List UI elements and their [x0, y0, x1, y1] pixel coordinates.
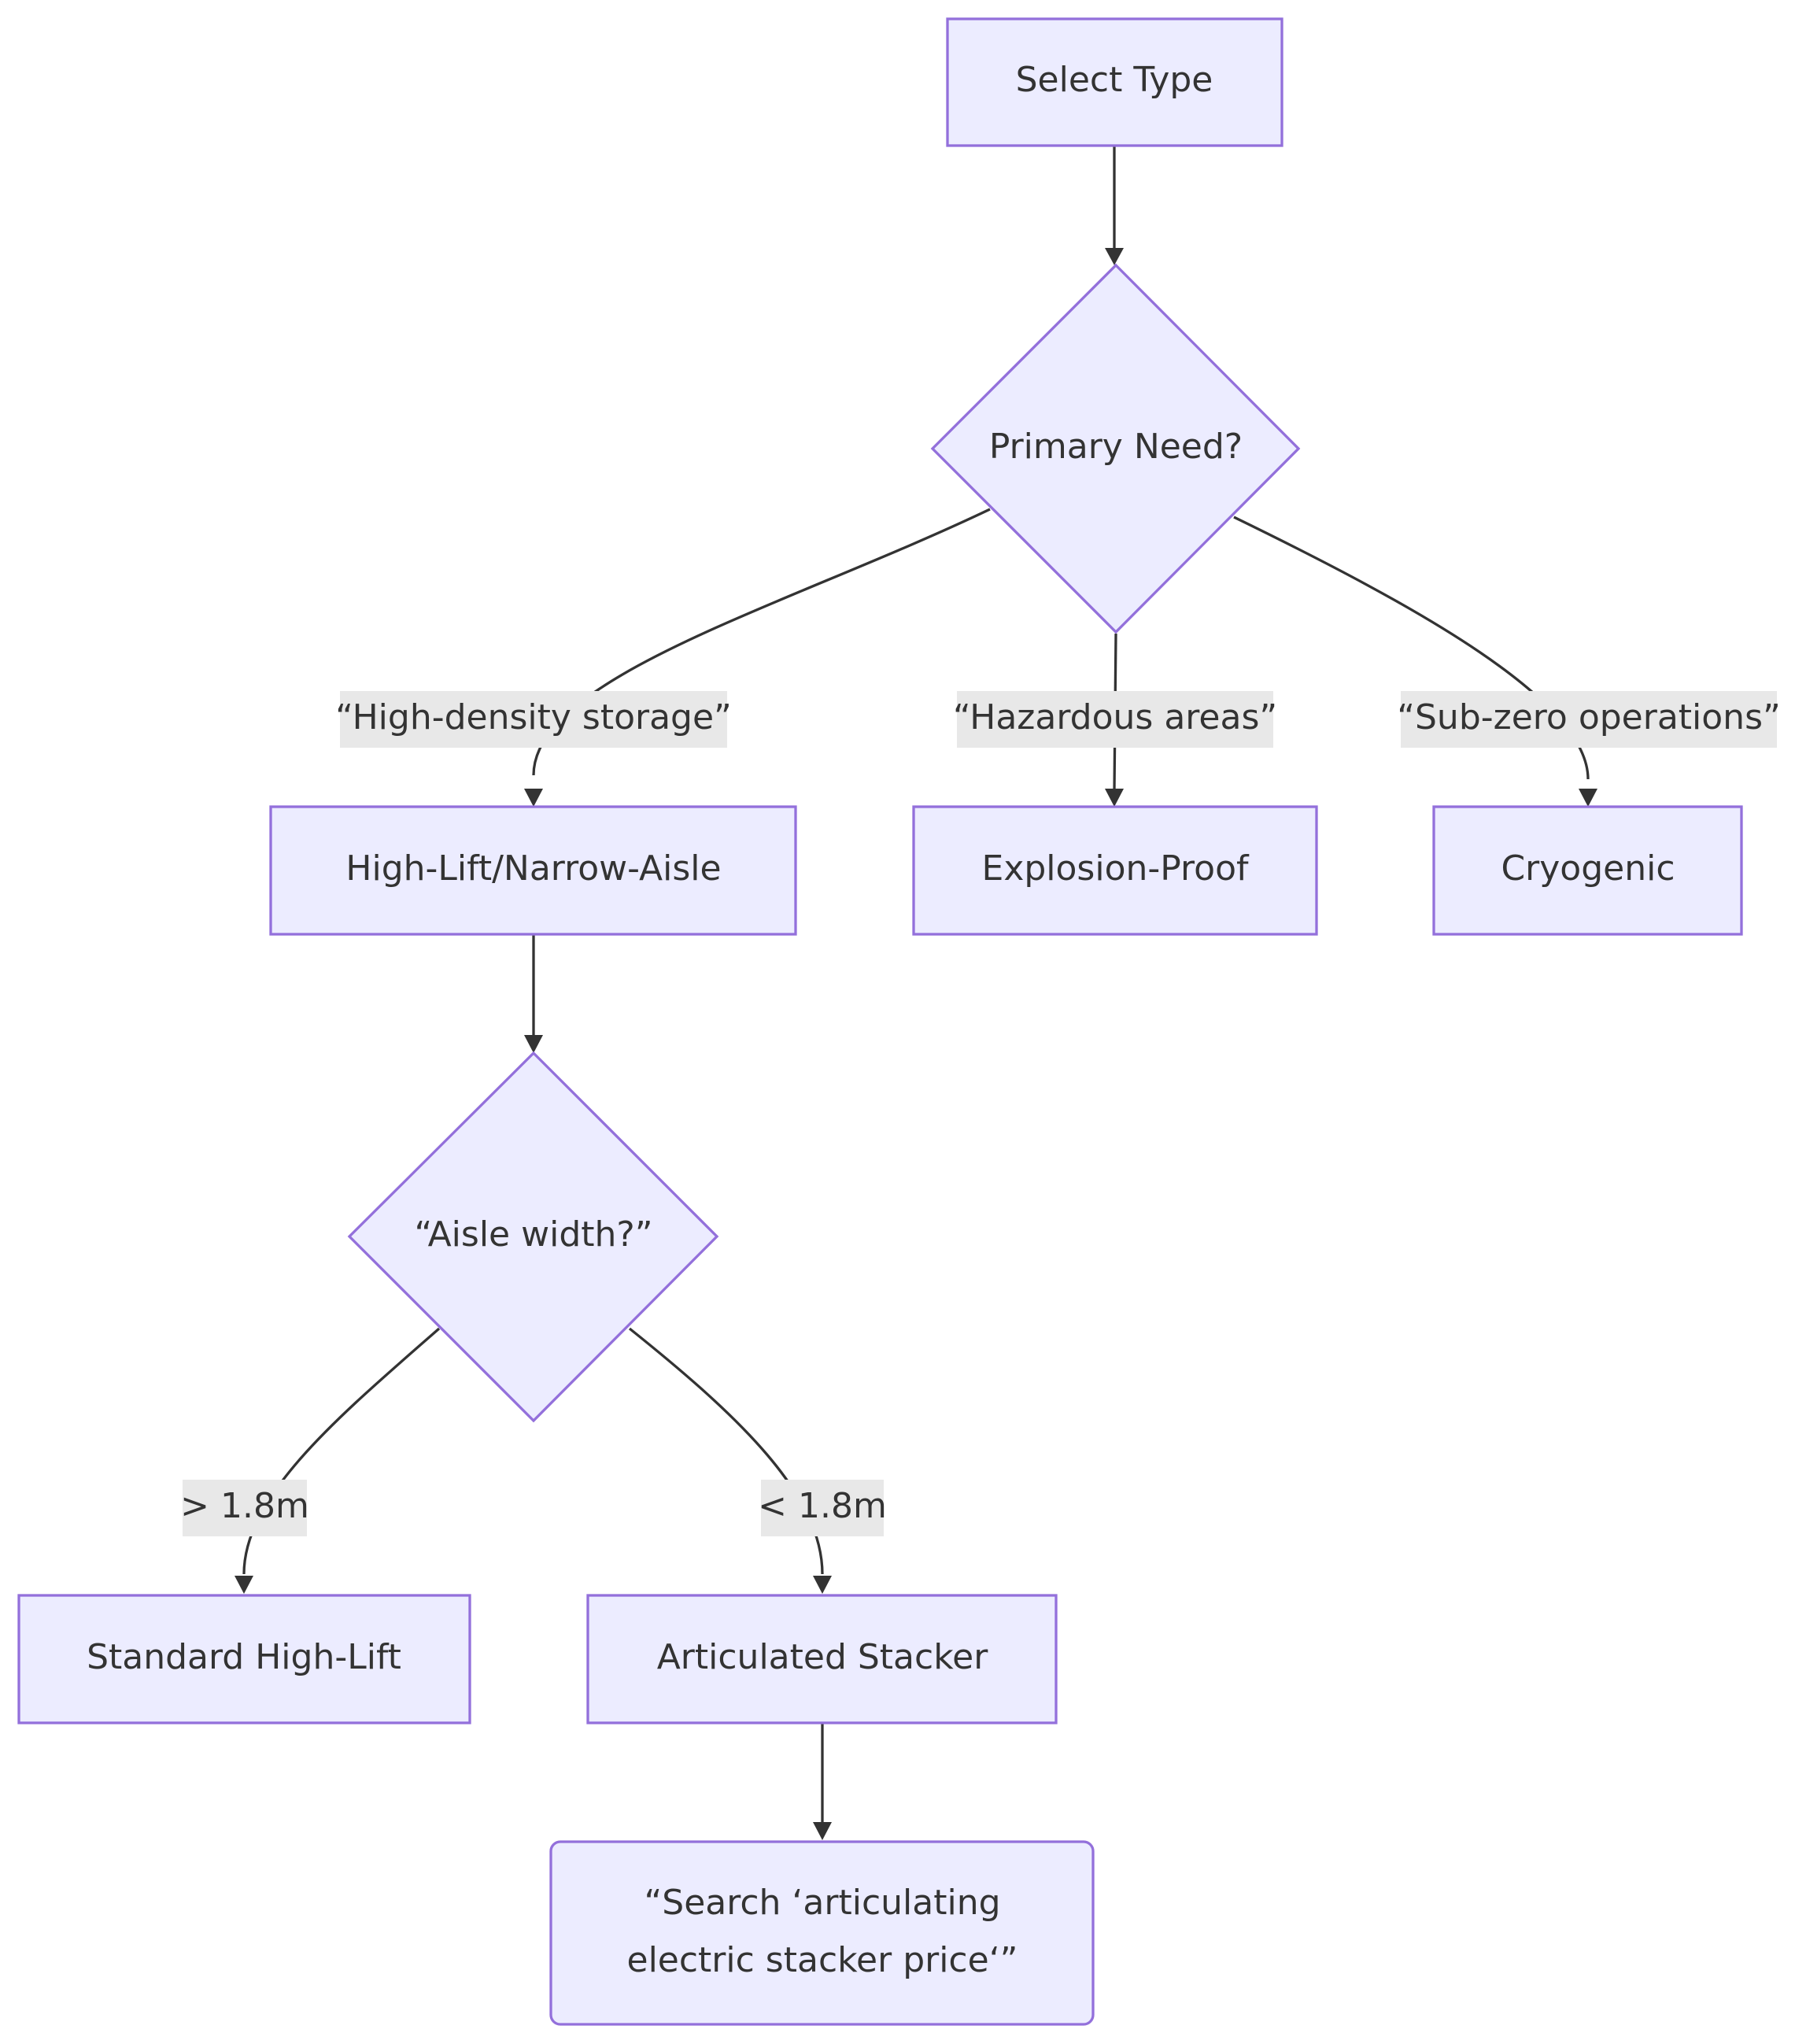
- node-search: “Search ‘articulating electric stacker p…: [549, 1840, 1095, 2026]
- arrow-head: [524, 789, 543, 807]
- node-aisle-width: “Aisle width?”: [347, 1051, 719, 1423]
- edge-label-hazardous: “Hazardous areas”: [953, 691, 1277, 748]
- svg-text:Cryogenic: Cryogenic: [1501, 848, 1675, 889]
- edge-label-high-density: “High-density storage”: [335, 691, 732, 748]
- svg-text:Explosion-Proof: Explosion-Proof: [982, 848, 1250, 889]
- arrow-head: [1105, 248, 1124, 265]
- svg-text:“High-density storage”: “High-density storage”: [335, 697, 732, 737]
- svg-text:< 1.8m: < 1.8m: [758, 1486, 887, 1526]
- svg-text:Standard High-Lift: Standard High-Lift: [87, 1637, 401, 1677]
- node-high-lift-narrow-aisle: High-Lift/Narrow-Aisle: [269, 805, 797, 936]
- arrow-head: [235, 1576, 253, 1594]
- edge-highlift-to-aisle: [524, 934, 543, 1053]
- arrow-head: [524, 1035, 543, 1053]
- edge-aisle-to-articulated: [628, 1327, 832, 1594]
- arrow-head: [1105, 789, 1124, 807]
- edge-select-to-primary: [1105, 146, 1124, 265]
- node-primary-need: Primary Need?: [930, 263, 1301, 634]
- node-standard-high-lift: Standard High-Lift: [17, 1594, 471, 1724]
- edge-label-narrow: < 1.8m: [758, 1480, 887, 1536]
- svg-text:Primary Need?: Primary Need?: [989, 427, 1243, 467]
- svg-text:High-Lift/Narrow-Aisle: High-Lift/Narrow-Aisle: [345, 848, 721, 889]
- search-text-line-2: electric stacker price‘”: [627, 1940, 1018, 1980]
- search-text-line-1: “Search ‘articulating: [644, 1883, 1000, 1923]
- arrow-head: [1579, 789, 1597, 807]
- svg-text:“Aisle width?”: “Aisle width?”: [414, 1214, 652, 1255]
- edge-label-wide: > 1.8m: [180, 1480, 309, 1536]
- node-cryogenic: Cryogenic: [1432, 805, 1743, 936]
- node-select-type: Select Type: [946, 17, 1283, 147]
- svg-text:> 1.8m: > 1.8m: [180, 1486, 309, 1526]
- edge-aisle-to-standard: [235, 1327, 441, 1594]
- edge-primary-to-cryogenic: [1233, 516, 1597, 807]
- node-articulated-stacker: Articulated Stacker: [586, 1594, 1058, 1724]
- svg-text:Select Type: Select Type: [1016, 60, 1213, 100]
- svg-text:Articulated Stacker: Articulated Stacker: [657, 1637, 988, 1677]
- edge-primary-to-highlift: [524, 508, 991, 807]
- edge-articulated-to-search: [813, 1724, 832, 1840]
- arrow-head: [813, 1576, 832, 1594]
- edge-label-sub-zero: “Sub-zero operations”: [1397, 691, 1781, 748]
- svg-text:“Sub-zero operations”: “Sub-zero operations”: [1397, 697, 1781, 737]
- node-explosion-proof: Explosion-Proof: [912, 805, 1318, 936]
- svg-text:“Hazardous areas”: “Hazardous areas”: [953, 697, 1277, 737]
- arrow-head: [813, 1822, 832, 1840]
